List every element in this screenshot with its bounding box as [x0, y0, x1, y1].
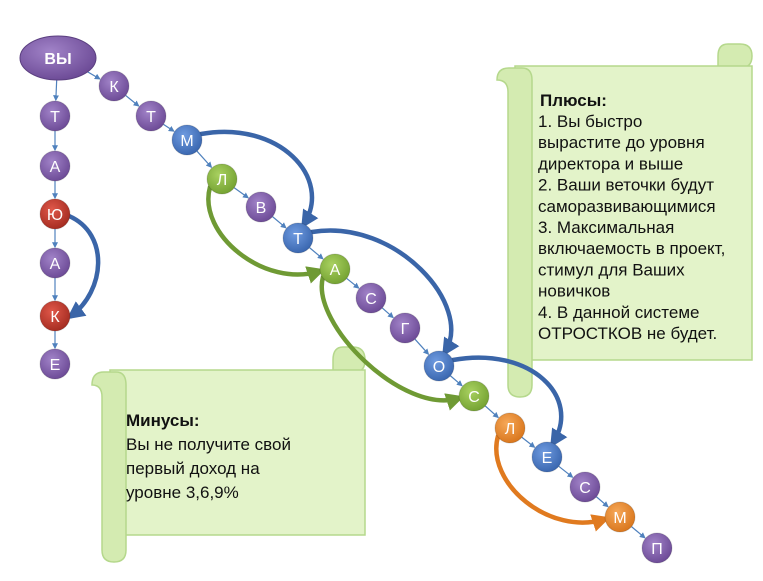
connector-arrow [309, 247, 324, 260]
node-label: А [330, 262, 341, 279]
pros-line: вырастите до уровня [538, 133, 705, 152]
letter-node: Л [494, 412, 526, 444]
node-label: Г [401, 321, 410, 338]
letter-node: П [641, 532, 673, 564]
pros-line: ОТРОСТКОВ не будет. [538, 324, 717, 343]
connector-arrow [631, 526, 646, 539]
cons-text: Вы не получите свой первый доход на уровне… [126, 435, 291, 502]
pros-line: 4. В данной системе [538, 303, 699, 322]
connectors [52, 65, 646, 539]
letter-node: С [569, 471, 601, 503]
node-label: Ю [47, 207, 63, 224]
connector-arrow [449, 375, 463, 387]
cons-scroll: Минусы: Вы не получите свой первый доход … [91, 346, 366, 563]
connector-arrow [381, 307, 394, 319]
node-label: Т [146, 109, 156, 126]
connector-arrow [163, 123, 175, 132]
letter-node: Л [206, 163, 238, 195]
node-label: Е [542, 450, 553, 467]
pros-title: Плюсы: [540, 91, 607, 110]
node-label: Т [293, 231, 303, 248]
letter-node: С [355, 282, 387, 314]
pros-line: 1. Вы быстро [538, 112, 642, 131]
letter-node: Е [531, 441, 563, 473]
pros-line: 2. Ваши веточки будут [538, 176, 714, 195]
jump-arc [309, 228, 460, 357]
cons-title: Минусы: [126, 411, 200, 430]
node-label: М [613, 510, 626, 527]
letter-node: Ю [39, 198, 71, 230]
root-node-you: ВЫ [19, 35, 97, 81]
letter-node: К [39, 300, 71, 332]
letter-node: Е [39, 348, 71, 380]
node-label: К [50, 309, 60, 326]
node-label: О [433, 359, 445, 376]
letter-node: В [245, 191, 277, 223]
connector-arrow [595, 496, 609, 508]
pros-line: саморазвивающимися [538, 197, 716, 216]
connector-arrow [272, 216, 287, 229]
letter-node: Г [389, 312, 421, 344]
node-label: Л [505, 421, 516, 438]
connector-arrow [125, 94, 140, 107]
connector-arrow [521, 436, 536, 448]
letter-node: С [458, 380, 490, 412]
letter-node: О [423, 350, 455, 382]
node-label: С [579, 480, 591, 497]
node-label: К [109, 79, 119, 96]
pros-scroll: Плюсы: 1. Вы быстро вырастите до уровня ди… [496, 43, 753, 398]
node-label: С [365, 291, 377, 308]
connector-arrow [414, 338, 430, 355]
letter-node: К [98, 70, 130, 102]
letter-node: Т [135, 100, 167, 132]
jump-arc [450, 355, 568, 448]
pros-line: стимул для Ваших [538, 260, 685, 279]
letter-node: М [604, 501, 636, 533]
letter-nodes: ВЫ Т А Ю А К Е К Т М Л В Т А С Г О С Л Е С М П [19, 35, 673, 564]
cons-line: Вы не получите свой [126, 435, 291, 454]
cons-line: уровне 3,6,9% [126, 483, 239, 502]
jump-arc [206, 184, 326, 284]
jump-arc [319, 274, 465, 411]
jump-arcs [66, 129, 611, 532]
cons-line: первый доход на [126, 459, 260, 478]
node-label: П [651, 541, 663, 558]
letter-node: А [39, 150, 71, 182]
pros-line: директора и выше [538, 154, 683, 173]
letter-node: М [171, 124, 203, 156]
connector-arrow [558, 465, 574, 478]
node-label: Л [217, 172, 228, 189]
letter-node: Т [282, 222, 314, 254]
node-label: Т [50, 109, 60, 126]
letter-node: А [319, 253, 351, 285]
node-label: А [50, 159, 61, 176]
node-label: ВЫ [44, 51, 71, 68]
node-label: А [50, 256, 61, 273]
letter-node: А [39, 247, 71, 279]
node-label: В [256, 200, 267, 217]
letter-node: Т [39, 100, 71, 132]
node-label: Е [50, 357, 61, 374]
connector-arrow [484, 405, 499, 419]
node-label: С [468, 389, 480, 406]
jump-arc [198, 129, 319, 229]
connector-arrow [196, 150, 213, 168]
connector-arrow [346, 277, 360, 289]
pros-text: 1. Вы быстро вырастите до уровня директора… [538, 112, 725, 343]
pros-line: включаемость в проект, [538, 239, 725, 258]
pros-line: 3. Максимальная [538, 218, 674, 237]
node-label: М [180, 133, 193, 150]
jump-arc [494, 433, 611, 532]
connector-arrow [233, 187, 249, 199]
jump-arc [66, 213, 101, 320]
pros-line: новичков [538, 282, 610, 301]
